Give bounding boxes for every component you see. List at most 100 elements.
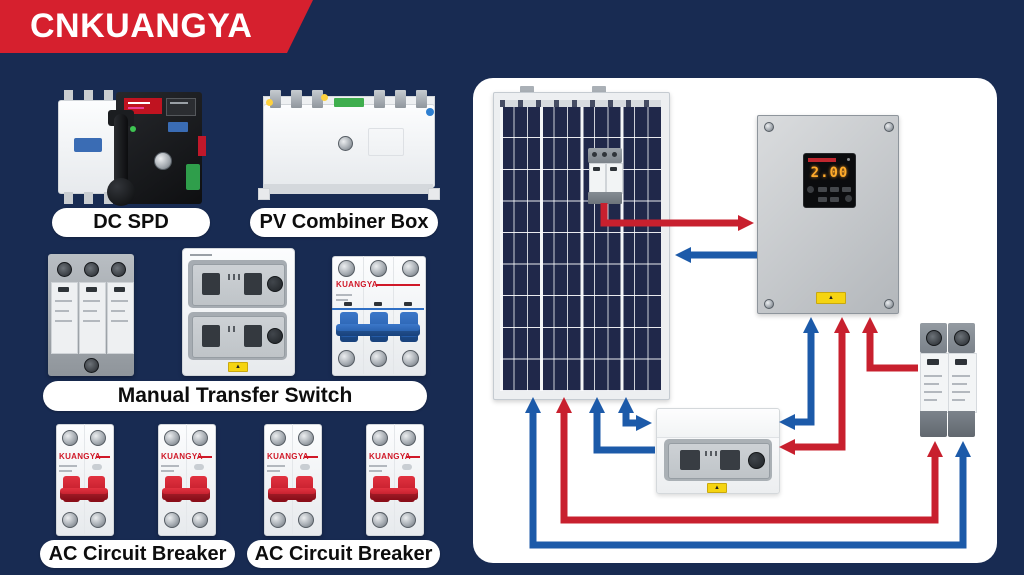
text-line: [369, 465, 387, 467]
screw: [270, 430, 286, 446]
toggle-tie-bar: [268, 488, 316, 500]
text-line: [267, 465, 285, 467]
silver-oval: [194, 464, 204, 470]
knob: [267, 276, 283, 292]
screw: [926, 330, 942, 346]
text-line: [83, 320, 100, 322]
indicator-slot: [404, 302, 412, 306]
switch-handle: [114, 114, 128, 186]
controller-display: 2.00: [803, 153, 856, 208]
ac-spd-diagram: [920, 323, 977, 437]
screw: [154, 152, 172, 170]
display-dot: [847, 158, 850, 161]
text-line: [924, 383, 939, 385]
brand-underline: [198, 456, 212, 458]
blue-label: [74, 138, 102, 152]
screw: [62, 512, 78, 528]
brand-text: KUANGYA: [369, 452, 411, 461]
product-breaker-2pole: KUANGYA: [364, 420, 424, 538]
screw: [370, 350, 387, 367]
screw: [884, 299, 894, 309]
indicator-slot: [344, 302, 352, 306]
brand-banner: CNKUANGYA: [0, 0, 313, 53]
warning-icon: ▲: [707, 483, 727, 493]
text-line: [161, 465, 179, 467]
brand-text: KUANGYA: [267, 452, 309, 461]
label-text: Manual Transfer Switch: [117, 384, 353, 407]
screw: [84, 358, 99, 373]
breaker-block: [244, 325, 262, 347]
screw: [400, 430, 416, 446]
screw: [372, 430, 388, 446]
blue-line: [332, 308, 424, 310]
dc-spd-on-panel: [588, 148, 623, 204]
brand-text: KUANGYA: [59, 452, 101, 461]
product-distribution-box: ▲: [180, 246, 295, 378]
brand-line-gray: [190, 254, 212, 256]
screw: [400, 512, 416, 528]
text-line: [55, 310, 69, 312]
label-ac-circuit-breaker-right: AC Circuit Breaker: [247, 540, 440, 568]
text-line: [952, 383, 967, 385]
screw: [612, 152, 617, 157]
spec-plate: [166, 98, 196, 116]
tick: [233, 326, 235, 332]
screw: [270, 512, 286, 528]
combiner-box-diagram: ▲: [656, 408, 780, 494]
button: [830, 197, 839, 202]
module-slot: [58, 287, 69, 292]
blue-dot: [426, 108, 434, 116]
green-indicator: [130, 126, 136, 132]
knob: [267, 328, 283, 344]
text-line: [952, 391, 970, 393]
pole-seam: [292, 424, 293, 534]
panel-outline: [368, 128, 404, 156]
button: [842, 187, 851, 192]
product-breaker-2pole: KUANGYA: [262, 420, 322, 538]
screw: [192, 430, 208, 446]
handle-knob: [107, 178, 135, 206]
brand-underline: [406, 456, 420, 458]
label-dc-spd: DC SPD: [52, 208, 210, 237]
label-text: AC Circuit Breaker: [48, 542, 227, 565]
tick: [228, 326, 230, 332]
screw: [192, 512, 208, 528]
mount-foot: [258, 188, 270, 200]
text-line: [924, 391, 942, 393]
terminal-clamp: [312, 90, 323, 108]
product-breaker-3pole: KUANGYA: [328, 250, 428, 380]
silver-oval: [300, 464, 310, 470]
solar-panel-junction-strip: [500, 100, 661, 107]
display-brand-strip: [808, 158, 836, 162]
pole-seam: [84, 424, 85, 534]
text-line: [369, 470, 382, 472]
terminal-tab: [64, 90, 73, 102]
terminal-tab: [84, 192, 93, 204]
screw: [57, 262, 72, 277]
solar-controller: 2.00 ▲: [757, 115, 899, 314]
breaker-block: [244, 273, 262, 295]
module-slot: [86, 287, 97, 292]
pole-seam: [393, 256, 394, 374]
warning-icon: ▲: [816, 292, 846, 304]
screw: [884, 122, 894, 132]
text-line: [924, 375, 942, 377]
screw: [764, 122, 774, 132]
button: [818, 187, 827, 192]
screw: [164, 430, 180, 446]
spd-base: [920, 411, 947, 437]
screw: [338, 260, 355, 277]
toggle-tie-bar: [162, 488, 210, 500]
spd-base: [948, 411, 975, 437]
text-line: [336, 299, 348, 301]
button: [845, 195, 852, 202]
panel-mount-clamp: [520, 86, 534, 93]
text-line: [55, 320, 72, 322]
brand-name: CNKUANGYA: [30, 7, 253, 45]
product-dc-spd: [50, 86, 215, 206]
terminal-clamp: [291, 90, 302, 108]
screw: [90, 430, 106, 446]
screw: [62, 430, 78, 446]
terminal-tab: [104, 90, 113, 102]
